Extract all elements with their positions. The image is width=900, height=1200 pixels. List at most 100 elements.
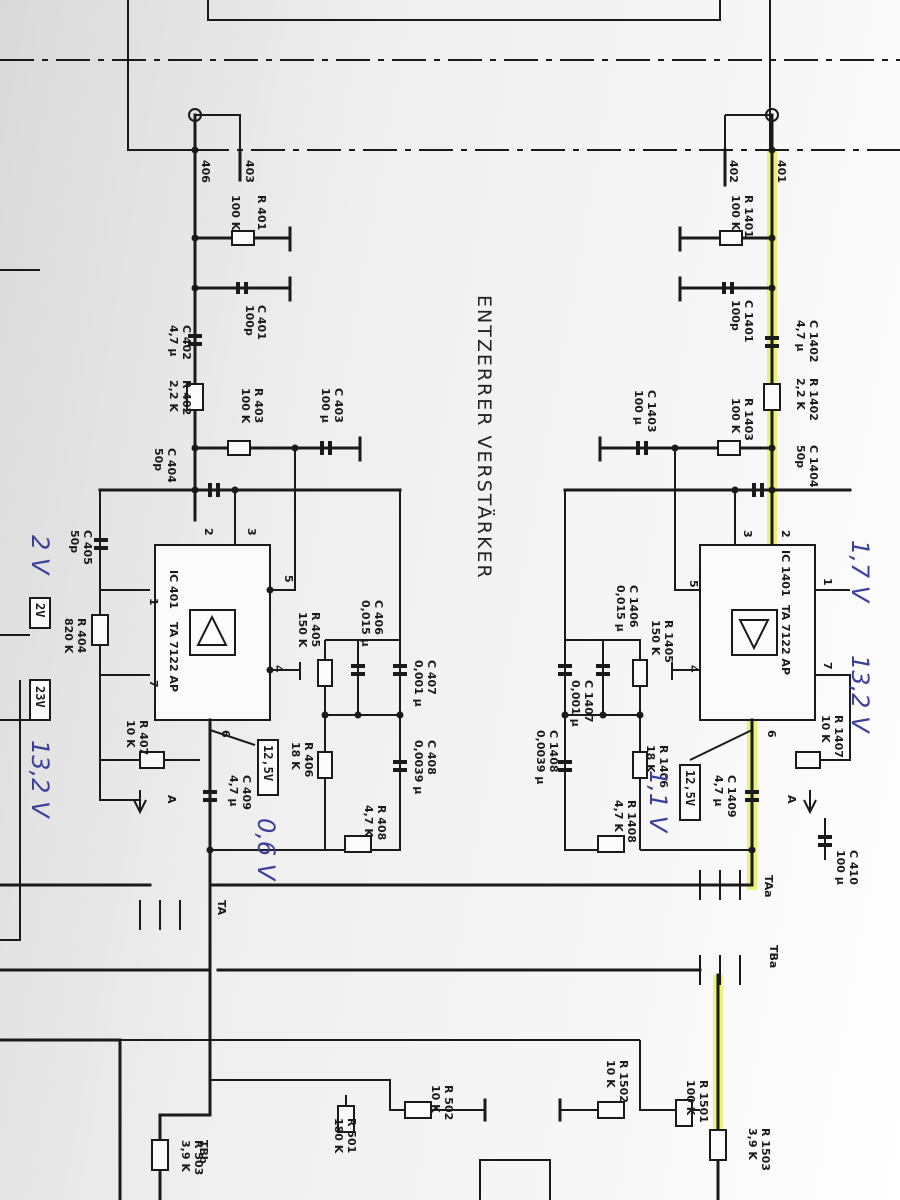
box-23v-text: 23V: [33, 686, 47, 708]
label-r407-value: 10 K: [124, 720, 137, 748]
label-r1403-value: 100 K: [729, 398, 742, 434]
label-r502: R 502: [442, 1085, 455, 1120]
label-c406: C 406: [372, 600, 385, 635]
label-r401: R 401: [255, 195, 268, 230]
pin-4-left: 4: [272, 665, 285, 673]
label-c408-value: 0,0039 µ: [412, 740, 425, 794]
label-arrow-a-right: A: [785, 795, 798, 804]
label-c1401: C 1401: [742, 300, 755, 343]
handwritten-2v: 2 V: [26, 535, 54, 576]
label-r1503: R 1503: [759, 1128, 772, 1171]
label-c1404: C 1404: [807, 445, 820, 488]
label-c401-value: 100p: [243, 305, 256, 336]
label-r405: R 405: [309, 612, 322, 647]
pin-6-left: 6: [219, 730, 232, 738]
label-c410: C 410: [847, 850, 860, 885]
pin-5-left: 5: [282, 575, 295, 583]
label-node-406: 406: [199, 160, 212, 183]
pin-2-right: 2: [779, 530, 792, 538]
label-r408: R 408: [375, 805, 388, 840]
label-c1409-value: 4,7 µ: [712, 775, 725, 806]
ic-left-ref: IC 401: [167, 570, 180, 609]
handwritten-1-7v: 1,7 V: [846, 540, 874, 604]
label-c401: C 401: [255, 305, 268, 340]
label-arrow-a-left: A: [165, 795, 178, 804]
label-r501: R 501: [345, 1118, 358, 1153]
box-2v-text: 2V: [33, 603, 47, 617]
label-r503-value: 3,9 K: [179, 1140, 192, 1172]
frame-lines: [0, 0, 900, 941]
label-c1409: C 1409: [725, 775, 738, 818]
pin-5-right: 5: [687, 580, 700, 588]
box-12v-right-text: 12,5V: [683, 770, 697, 806]
label-r406: R 406: [302, 742, 315, 778]
label-r501-value: 180 K: [332, 1118, 345, 1154]
label-r404-value: 820 K: [62, 618, 75, 654]
label-r1406: R 1406: [657, 745, 670, 788]
label-c1407-value: 0,001 µ: [569, 680, 582, 727]
label-r1405: R 1405: [662, 620, 675, 663]
right-channel: [120, 108, 852, 1200]
label-c403: C 403: [332, 388, 345, 423]
label-c1401-value: 100p: [729, 300, 742, 331]
label-r403: R 403: [252, 388, 265, 423]
label-r404: R 404: [75, 618, 88, 654]
label-r1501: R 1501: [697, 1080, 710, 1123]
pin-1-left: 1: [147, 598, 160, 606]
label-c1403-value: 100 µ: [632, 390, 645, 425]
box-12v-left-text: 12,5V: [261, 745, 275, 781]
label-c1404-value: 50p: [794, 445, 807, 468]
label-r402-value: 2,2 K: [167, 380, 180, 412]
label-r1408-value: 4,7 K: [612, 800, 625, 832]
label-c1407: C 1407: [582, 680, 595, 723]
label-c1406: C 1406: [627, 585, 640, 628]
ic-left-part: TA 7122 AP: [167, 622, 180, 692]
label-c404: C 404: [165, 448, 178, 483]
label-r502-value: 10 K: [429, 1085, 442, 1113]
label-switch-tbb: TBb: [197, 1140, 210, 1164]
label-r407: R 407: [137, 720, 150, 755]
label-switch-taa: TAa: [762, 875, 775, 898]
pin-7-left: 7: [147, 680, 160, 688]
label-c1402-value: 4,7 µ: [794, 320, 807, 351]
label-r1401-value: 100 K: [729, 195, 742, 231]
handwritten-0-6v: 0,6 V: [252, 818, 280, 882]
label-r1407: R 1407: [832, 715, 845, 758]
label-c405: C 405: [81, 530, 94, 565]
label-r1402-value: 2,2 K: [794, 378, 807, 410]
box-12v-left: [257, 739, 279, 796]
label-c404-value: 50p: [152, 448, 165, 471]
label-r1408: R 1408: [625, 800, 638, 843]
label-c407: C 407: [425, 660, 438, 695]
label-r402: R 402: [180, 380, 193, 415]
voltage-boxes: [29, 597, 701, 821]
label-r1405-value: 150 K: [649, 620, 662, 656]
label-c403-value: 100 µ: [319, 388, 332, 423]
label-r401-value: 100 K: [229, 195, 242, 231]
label-r1401: R 1401: [742, 195, 755, 238]
label-node-403: 403: [243, 160, 256, 183]
label-c1403: C 1403: [645, 390, 658, 433]
label-c1408: C 1408: [547, 730, 560, 773]
box-2v: [29, 597, 51, 629]
label-r408-value: 4,7 K: [362, 805, 375, 837]
label-r1406-value: 18 K: [644, 745, 657, 773]
label-c407-value: 0,001 µ: [412, 660, 425, 707]
box-12v-right: [679, 764, 701, 821]
label-c402-value: 4,7 µ: [167, 325, 180, 356]
label-c406-value: 0,015 µ: [359, 600, 372, 647]
pin-2-left: 2: [202, 528, 215, 536]
pin-3-right: 3: [741, 530, 754, 538]
label-c408: C 408: [425, 740, 438, 775]
ic-1401: [699, 544, 816, 721]
label-node-402: 402: [727, 160, 740, 183]
pin-1-right: 1: [821, 578, 834, 586]
label-r1503-value: 3,9 K: [746, 1128, 759, 1160]
label-c402: C 402: [180, 325, 193, 360]
box-23v: [29, 679, 51, 721]
handwritten-13-2v-right: 13,2 V: [846, 655, 874, 734]
label-r1501-value: 100 K: [684, 1080, 697, 1116]
